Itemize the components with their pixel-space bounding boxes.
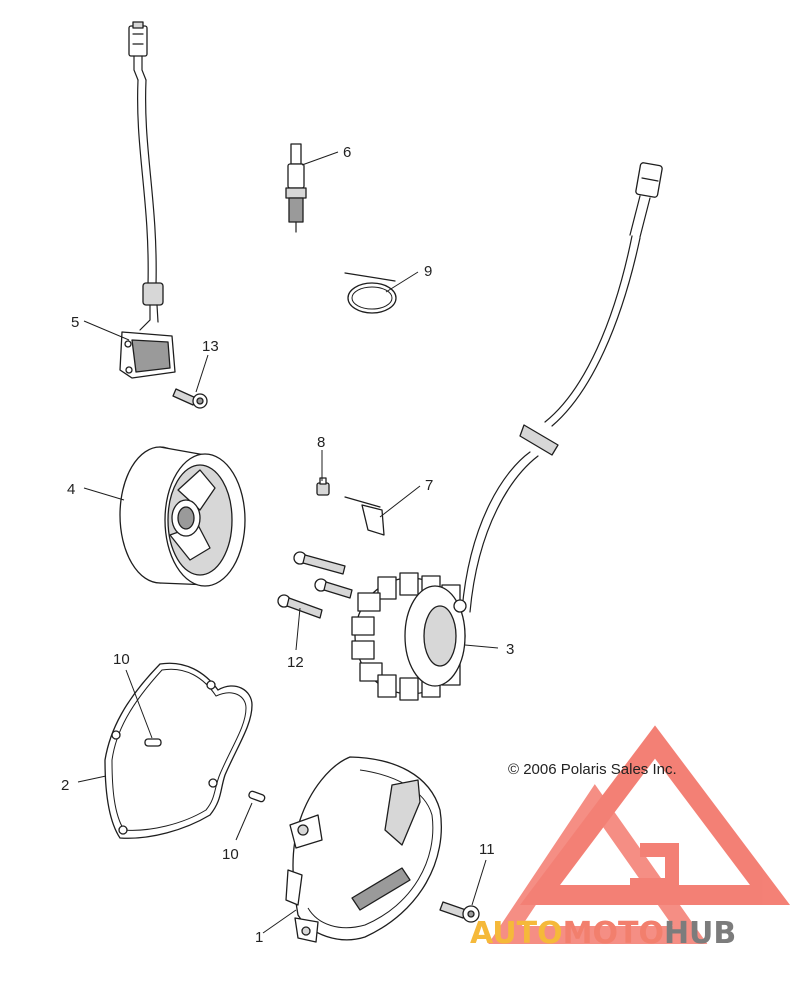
callout-7: 7 <box>425 477 433 494</box>
part-4-flywheel <box>119 446 246 587</box>
part-13-screw <box>172 388 208 409</box>
callout-9: 9 <box>424 263 432 280</box>
part-7-plate <box>344 496 385 536</box>
callout-2: 2 <box>61 777 69 794</box>
leader-6 <box>301 151 339 166</box>
leader-1 <box>262 909 297 934</box>
part-10-dowel-pins <box>144 738 266 803</box>
leader-4 <box>83 487 125 501</box>
watermark-text-moto: MOTO <box>563 916 664 951</box>
watermark-text-auto: AUTO <box>470 916 563 951</box>
part-9-cable-tie <box>344 272 397 314</box>
callout-1: 1 <box>255 929 263 946</box>
callout-12: 12 <box>287 654 304 671</box>
callout-10-bottom: 10 <box>222 846 239 863</box>
leader-10a <box>125 669 153 739</box>
part-12-bolts <box>277 551 353 619</box>
callout-5: 5 <box>71 314 79 331</box>
leader-lines <box>77 151 499 934</box>
watermark-text-hub: HUB <box>664 916 736 951</box>
callout-3: 3 <box>506 641 514 658</box>
leader-9 <box>385 271 419 293</box>
watermark-logo <box>488 725 791 944</box>
part-8-bolt <box>316 477 330 496</box>
leader-7 <box>379 485 421 518</box>
part-3-stator <box>351 162 663 701</box>
copyright-notice: © 2006 Polaris Sales Inc. <box>508 761 677 778</box>
callout-4: 4 <box>67 481 75 498</box>
part-1-cover <box>285 756 442 943</box>
part-2-gasket <box>104 662 253 839</box>
watermark-text: AUTOMOTOHUB <box>470 916 736 951</box>
callout-13: 13 <box>202 338 219 355</box>
callout-10-top: 10 <box>113 651 130 668</box>
leader-3 <box>464 644 499 649</box>
part-6-spark-plug <box>285 143 307 233</box>
leader-11 <box>471 859 487 906</box>
leader-12 <box>295 607 301 651</box>
callout-6: 6 <box>343 144 351 161</box>
leader-10b <box>235 802 253 841</box>
callout-labels: 1 2 3 4 5 6 7 8 9 10 10 11 12 13 <box>61 144 514 946</box>
part-5-pickup-sensor <box>119 21 176 379</box>
leader-5 <box>83 320 130 341</box>
part-11-bolt <box>439 901 480 923</box>
callout-8: 8 <box>317 434 325 451</box>
leader-2 <box>77 775 107 783</box>
leader-13 <box>195 354 209 393</box>
callout-11: 11 <box>479 841 495 858</box>
